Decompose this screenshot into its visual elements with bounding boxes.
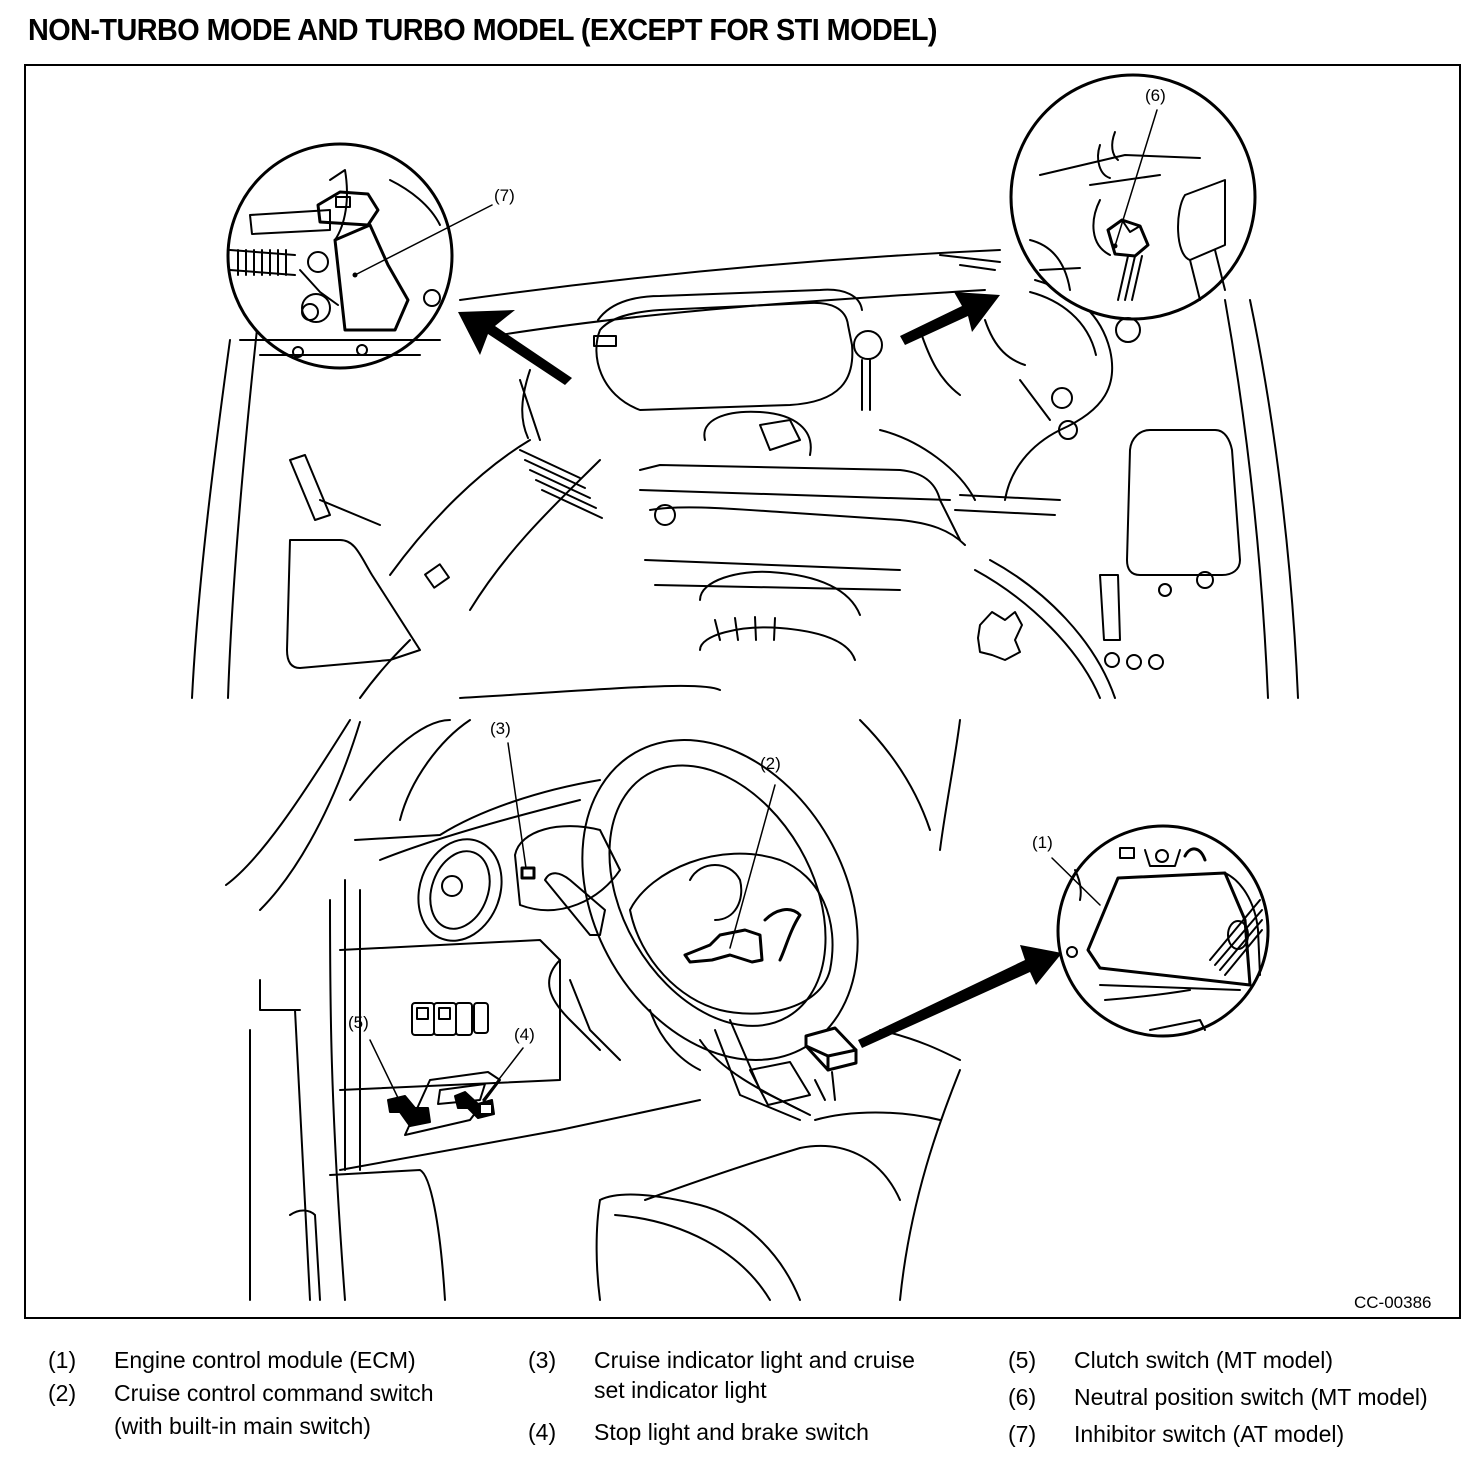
hose-fitting xyxy=(1051,387,1073,409)
steering-wheel xyxy=(581,739,859,1061)
steering-hub xyxy=(629,852,834,1015)
right-fender xyxy=(1249,299,1299,699)
arrow-to-neutral-inset xyxy=(900,292,1000,345)
leader-3 xyxy=(507,742,527,869)
left-fender-inner xyxy=(227,319,259,699)
instrument-cluster xyxy=(514,825,621,912)
inhibitor-switch-inset xyxy=(226,142,454,370)
cruise-indicator-light xyxy=(520,866,536,880)
callout-1: (1) xyxy=(1032,833,1053,852)
legend-text-cont: (with built-in main switch) xyxy=(114,1413,371,1439)
throttle-body xyxy=(703,410,812,456)
clutch-switch xyxy=(387,1095,431,1127)
driver-seat xyxy=(599,1193,801,1301)
a-pillar xyxy=(225,719,351,886)
leader-1 xyxy=(1051,857,1101,906)
legend-number: (6) xyxy=(1008,1384,1037,1410)
legend-text: Engine control module (ECM) xyxy=(114,1347,416,1373)
right-fender-inner xyxy=(1224,299,1269,699)
leader-lines xyxy=(354,109,1158,1103)
cruise-control-switch xyxy=(683,928,764,964)
legend-text: Cruise control command switch xyxy=(114,1380,434,1406)
callout-5: (5) xyxy=(348,1013,369,1032)
legend-text: Inhibitor switch (AT model) xyxy=(1074,1421,1345,1447)
leader-5 xyxy=(369,1039,401,1103)
arrow-to-inhibitor-inset xyxy=(458,310,572,385)
ecm-inset xyxy=(1056,824,1270,1038)
callout-4: (4) xyxy=(514,1025,535,1044)
leader-2 xyxy=(729,784,776,949)
reservoir xyxy=(289,454,331,521)
inhibitor-switch-body xyxy=(333,223,410,332)
leader-dots xyxy=(352,243,1118,278)
leader-6 xyxy=(1114,109,1158,247)
legend-text-cont: set indicator light xyxy=(594,1377,767,1403)
legend-number: (3) xyxy=(528,1347,557,1373)
legend-number: (5) xyxy=(1008,1347,1037,1373)
dashboard-top xyxy=(354,779,601,841)
legend-text: Clutch switch (MT model) xyxy=(1074,1347,1334,1373)
engine-block xyxy=(639,464,961,541)
air-intake-duct xyxy=(389,439,531,576)
neutral-position-switch-inset xyxy=(1009,73,1257,343)
legend-number: (2) xyxy=(48,1380,77,1406)
terminal-post xyxy=(1158,583,1172,597)
driver-cabin-view xyxy=(225,719,961,1301)
left-fender xyxy=(191,339,231,699)
legend-number: (1) xyxy=(48,1347,77,1373)
legend-text: Stop light and brake switch xyxy=(594,1419,869,1445)
fuse-box xyxy=(1126,429,1241,576)
washer-filler-cap xyxy=(977,611,1023,661)
arrow-to-ecm-inset xyxy=(858,945,1062,1048)
callout-2: (2) xyxy=(760,754,781,773)
figure-code: CC-00386 xyxy=(1354,1293,1432,1312)
legend-number: (4) xyxy=(528,1419,557,1445)
cover-bolt xyxy=(593,335,617,347)
cowl-line-2 xyxy=(499,289,986,336)
legend-number: (7) xyxy=(1008,1421,1037,1447)
legend-text: Neutral position switch (MT model) xyxy=(1074,1384,1428,1410)
callout-6: (6) xyxy=(1145,86,1166,105)
leader-7 xyxy=(354,204,493,276)
legend-text: Cruise indicator light and cruise xyxy=(594,1347,915,1373)
oil-cap xyxy=(853,330,883,360)
intake-cover xyxy=(595,301,854,411)
page-title: NON-TURBO MODE AND TURBO MODEL (EXCEPT F… xyxy=(28,12,938,47)
callout-7: (7) xyxy=(494,186,515,205)
cowl-line xyxy=(459,249,1001,301)
air-box xyxy=(286,539,421,669)
air-vent xyxy=(417,838,503,942)
diagram-frame xyxy=(24,64,1461,1319)
duct-clamp-box xyxy=(424,563,450,589)
leader-4 xyxy=(482,1047,524,1101)
callout-3: (3) xyxy=(490,719,511,738)
